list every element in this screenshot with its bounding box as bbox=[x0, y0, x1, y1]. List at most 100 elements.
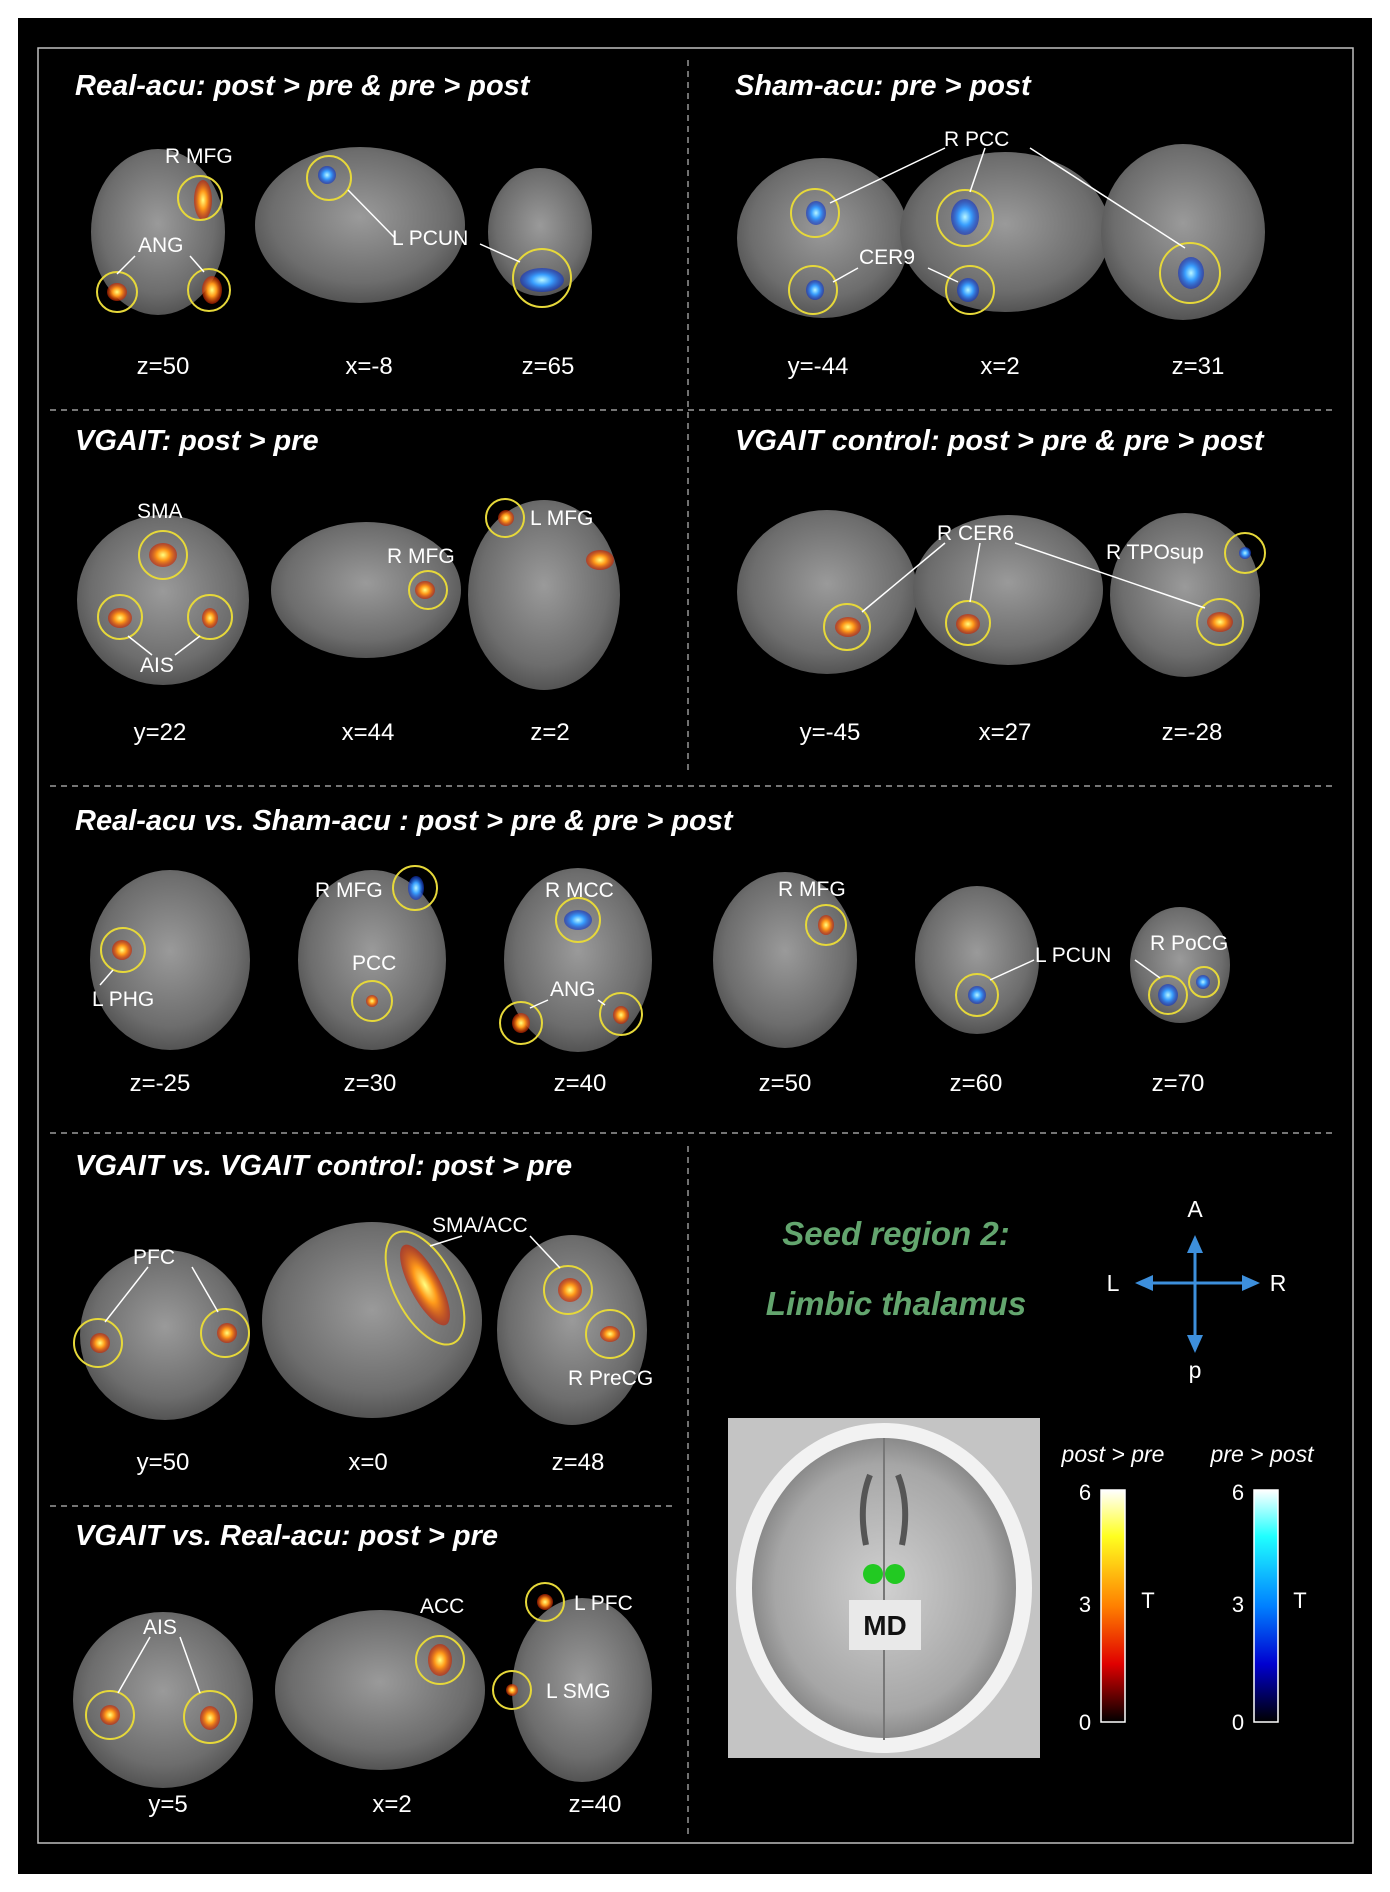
colorbar-warm bbox=[1100, 1489, 1126, 1723]
roi-circle bbox=[955, 973, 999, 1017]
slice-coordinate: z=65 bbox=[522, 353, 575, 380]
brain-slice-coronal bbox=[77, 515, 249, 685]
leader-line bbox=[174, 635, 201, 656]
activation-cluster bbox=[408, 876, 424, 900]
slice-coordinate: x=27 bbox=[979, 719, 1032, 746]
arrow-up-icon bbox=[1187, 1235, 1203, 1253]
panel-vgait-vs-real-acu: VGAIT vs. Real-acu: post > pre AIS ACC L… bbox=[73, 1520, 652, 1818]
roi-circle bbox=[823, 603, 871, 651]
activation-cluster bbox=[806, 280, 824, 300]
brain-slice-axial bbox=[915, 886, 1039, 1034]
activation-cluster bbox=[1196, 975, 1210, 989]
brain-slice-axial bbox=[468, 500, 620, 690]
slice-coordinate: z=-25 bbox=[130, 1070, 191, 1097]
region-label: L PCUN bbox=[1035, 944, 1111, 967]
slice-coordinate: y=50 bbox=[137, 1449, 190, 1476]
slice-coordinate: z=50 bbox=[759, 1070, 812, 1097]
region-label: SMA bbox=[137, 500, 183, 523]
roi-circle bbox=[187, 268, 231, 312]
colorbar-title: post > pre bbox=[1061, 1441, 1165, 1467]
seed-highlight bbox=[885, 1564, 905, 1584]
region-label: SMA/ACC bbox=[432, 1214, 528, 1237]
roi-ellipse bbox=[384, 1230, 466, 1346]
roi-circle bbox=[936, 189, 994, 247]
leader-line bbox=[104, 1266, 149, 1323]
roi-circle bbox=[177, 175, 223, 221]
roi-circle bbox=[1148, 975, 1188, 1015]
leader-line bbox=[347, 189, 396, 239]
panel-title-sham-acu: Sham-acu: pre > post bbox=[735, 70, 1032, 102]
brain-slice-sagittal bbox=[275, 1610, 485, 1770]
activation-cluster bbox=[112, 940, 132, 960]
activation-cluster bbox=[951, 199, 979, 235]
roi-circle bbox=[306, 155, 352, 201]
roi-circle bbox=[415, 1635, 465, 1685]
leader-line bbox=[529, 1235, 561, 1269]
slice-coordinate: z=60 bbox=[950, 1070, 1003, 1097]
brain-slice-axial bbox=[90, 870, 250, 1050]
activation-cluster bbox=[586, 550, 614, 570]
panel-real-acu: Real-acu: post > pre & pre > post R MFG … bbox=[75, 70, 592, 380]
ventricles bbox=[859, 1473, 909, 1546]
roi-circle bbox=[492, 1670, 532, 1710]
panel-vgait: VGAIT: post > pre SMA R MFG L MFG AIS y=… bbox=[75, 425, 620, 746]
leader-line bbox=[191, 1266, 219, 1313]
roi-circle bbox=[543, 1265, 593, 1315]
roi-circle bbox=[788, 265, 838, 315]
activation-cluster bbox=[506, 1684, 518, 1696]
region-label: PFC bbox=[133, 1246, 175, 1269]
activation-cluster bbox=[1207, 612, 1233, 632]
brain-slice-axial-top bbox=[488, 168, 592, 296]
region-label: R PoCG bbox=[1150, 932, 1228, 955]
brain-slice-coronal bbox=[73, 1612, 253, 1788]
roi-circle bbox=[599, 992, 643, 1036]
slice-coordinate: z=31 bbox=[1172, 353, 1225, 380]
panel-real-vs-sham: Real-acu vs. Sham-acu : post > pre & pre… bbox=[75, 805, 1230, 1097]
seed-title-line2: Limbic thalamus bbox=[766, 1285, 1026, 1322]
region-label: R CER6 bbox=[937, 522, 1014, 545]
colorbar-post-pre: post > pre 6 3 0 T bbox=[1061, 1441, 1165, 1735]
brain-slice-axial bbox=[504, 868, 652, 1052]
leader-line bbox=[117, 1636, 151, 1694]
activation-cluster bbox=[366, 995, 378, 1007]
brain-slice-coronal bbox=[737, 158, 909, 318]
roi-circle bbox=[485, 498, 525, 538]
roi-circle bbox=[351, 980, 393, 1022]
leader-line bbox=[861, 542, 946, 613]
region-label: R MFG bbox=[165, 145, 233, 168]
activation-cluster bbox=[956, 614, 980, 634]
slice-coordinate: z=-28 bbox=[1162, 719, 1223, 746]
slice-coordinate: z=70 bbox=[1152, 1070, 1205, 1097]
seed-brain-image: MD bbox=[728, 1418, 1040, 1758]
roi-circle bbox=[512, 248, 572, 308]
roi-circle bbox=[945, 265, 995, 315]
activation-cluster bbox=[1178, 257, 1204, 289]
roi-circle bbox=[200, 1308, 250, 1358]
region-label: R PreCG bbox=[568, 1367, 653, 1390]
roi-circle bbox=[183, 1690, 237, 1744]
roi-circle bbox=[1196, 598, 1244, 646]
orientation-left: L bbox=[1107, 1270, 1120, 1296]
activation-cluster bbox=[1158, 984, 1178, 1006]
leader-line bbox=[927, 267, 959, 283]
panel-title-real-acu: Real-acu: post > pre & pre > post bbox=[75, 70, 531, 102]
activation-cluster bbox=[537, 1594, 553, 1610]
activation-cluster bbox=[400, 1244, 450, 1326]
slice-coordinate: x=0 bbox=[348, 1449, 387, 1476]
colorbar-pre-post: pre > post 6 3 0 T bbox=[1210, 1441, 1316, 1735]
roi-circle bbox=[408, 570, 448, 610]
leader-line bbox=[832, 267, 859, 283]
slice-coordinate: z=30 bbox=[344, 1070, 397, 1097]
leader-line bbox=[127, 635, 153, 656]
roi-circle bbox=[585, 1309, 635, 1359]
brain-slice-axial bbox=[1130, 907, 1230, 1023]
activation-cluster bbox=[100, 1705, 120, 1725]
colorbar-unit: T bbox=[1141, 1588, 1154, 1613]
brain-slice-sagittal bbox=[255, 147, 465, 303]
panel-title-vgait: VGAIT: post > pre bbox=[75, 425, 319, 457]
leader-line bbox=[1029, 147, 1186, 249]
activation-cluster bbox=[520, 268, 564, 292]
roi-circle bbox=[1224, 532, 1266, 574]
region-label: L PHG bbox=[92, 988, 154, 1011]
